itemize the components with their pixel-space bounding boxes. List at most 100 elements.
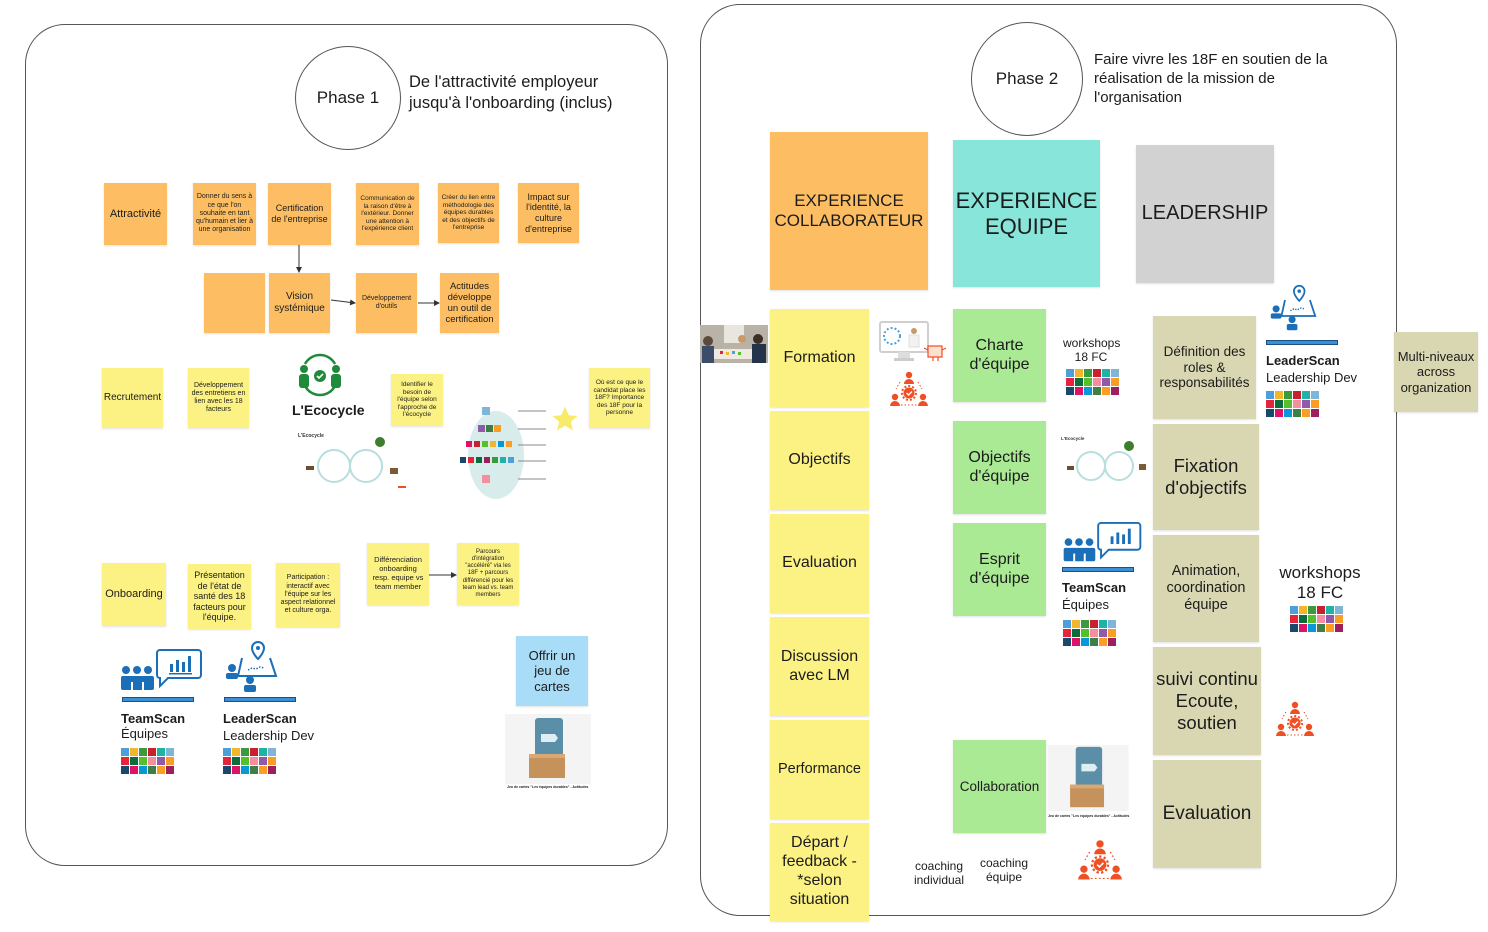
factor-tile bbox=[1326, 615, 1334, 623]
item-definition-roles[interactable]: Définition des roles & responsabilités bbox=[1153, 316, 1256, 419]
team-gear-icon bbox=[890, 371, 928, 406]
factor-tile bbox=[1311, 400, 1319, 408]
leaderscan-subtitle: Leadership Dev bbox=[223, 728, 315, 743]
factor-tile bbox=[148, 748, 156, 756]
sticky-creer-du-lien[interactable]: Créer du lien entre méthodologie des équ… bbox=[438, 183, 499, 243]
item-esprit-equipe[interactable]: Esprit d'équipe bbox=[953, 523, 1046, 616]
sticky-certification[interactable]: Certification de l'entreprise bbox=[268, 183, 331, 245]
factor-tile bbox=[1317, 615, 1325, 623]
card-game-image-p2 bbox=[1047, 745, 1129, 811]
sticky-vision-systemique[interactable]: Vision systémique bbox=[269, 273, 330, 333]
factor-tile bbox=[1284, 409, 1292, 417]
phase1-label: Phase 1 bbox=[316, 88, 380, 107]
sticky-impact-identite[interactable]: Impact sur l'identité, la culture d'entr… bbox=[518, 183, 579, 243]
sticky-candidat-18f[interactable]: Où est ce que le candidat place les 18F?… bbox=[589, 368, 650, 428]
teamscan-subtitle: Équipes bbox=[121, 726, 168, 741]
item-depart-feedback[interactable]: Départ / feedback - *selon situation bbox=[770, 823, 869, 921]
sticky-differenciation[interactable]: Différenciation onboarding resp. equipe … bbox=[367, 543, 429, 605]
item-discussion-lm[interactable]: Discussion avec LM bbox=[770, 617, 869, 716]
header-leadership[interactable]: LEADERSHIP bbox=[1136, 145, 1274, 283]
leaderscan-title: LeaderScan bbox=[223, 711, 297, 726]
sdg-grid-workshops-large bbox=[1290, 606, 1343, 632]
factor-tile bbox=[1266, 409, 1274, 417]
factor-tile bbox=[1266, 400, 1274, 408]
item-fixation-objectifs[interactable]: Fixation d'objectifs bbox=[1153, 424, 1259, 530]
item-evaluation-leadership[interactable]: Evaluation bbox=[1153, 760, 1261, 868]
team-meeting-photo bbox=[700, 325, 768, 363]
factor-tile bbox=[1299, 615, 1307, 623]
sticky-recrutement[interactable]: Recrutement bbox=[102, 368, 163, 428]
factor-tile bbox=[1299, 606, 1307, 614]
sticky-multi-niveaux[interactable]: Multi-niveaux across organization bbox=[1394, 332, 1478, 412]
factor-tile bbox=[259, 766, 267, 774]
item-objectifs-equipe[interactable]: Objectifs d'équipe bbox=[953, 421, 1046, 514]
factor-tile bbox=[259, 748, 267, 756]
header-experience-collaborateur[interactable]: EXPERIENCE COLLABORATEUR bbox=[770, 132, 928, 290]
factor-tile bbox=[259, 757, 267, 765]
factor-tile bbox=[1308, 606, 1316, 614]
factor-tile bbox=[1275, 400, 1283, 408]
factor-tile bbox=[1102, 378, 1110, 386]
factor-tile bbox=[1275, 409, 1283, 417]
item-objectifs[interactable]: Objectifs bbox=[770, 411, 869, 510]
card-game-caption-p2: Jeu de cartes "Les équipes durables" - A… bbox=[1048, 814, 1130, 818]
sdg-grid-leaderscan-p1 bbox=[223, 748, 276, 774]
item-collaboration[interactable]: Collaboration bbox=[953, 740, 1046, 833]
item-charte-equipe[interactable]: Charte d'équipe bbox=[953, 309, 1046, 402]
coaching-equipe: coaching équipe bbox=[979, 856, 1029, 885]
factor-tile bbox=[139, 766, 147, 774]
factor-tile bbox=[1066, 369, 1074, 377]
factor-tile bbox=[157, 748, 165, 756]
ecocycle-people-icon bbox=[299, 353, 341, 397]
factor-tile bbox=[250, 766, 258, 774]
factor-tile bbox=[1072, 620, 1080, 628]
sticky-participation[interactable]: Participation : interactif avec l'équipe… bbox=[276, 563, 340, 627]
teamscan-title-p2: TeamScan bbox=[1062, 580, 1127, 595]
18f-tree-thumbnail bbox=[460, 407, 546, 499]
factor-tile bbox=[1290, 624, 1298, 632]
factor-tile bbox=[241, 757, 249, 765]
factor-tile bbox=[232, 748, 240, 756]
factor-tile bbox=[1102, 387, 1110, 395]
item-suivi-continu[interactable]: suivi continu Ecoute, soutien bbox=[1153, 647, 1261, 755]
sticky-offrir-jeu-cartes[interactable]: Offrir un jeu de cartes bbox=[516, 636, 588, 706]
item-animation-coordination[interactable]: Animation, coordination équipe bbox=[1153, 535, 1259, 642]
leaderscan-bar bbox=[224, 697, 296, 702]
sticky-donner-du-sens[interactable]: Donner du sens à ce que l'on souhaite en… bbox=[193, 183, 256, 245]
item-evaluation[interactable]: Evaluation bbox=[770, 514, 869, 613]
factor-tile bbox=[1063, 629, 1071, 637]
ecocycle-diagram-thumbnail: L'Ecocycle bbox=[298, 433, 406, 488]
factor-tile bbox=[139, 757, 147, 765]
leaderscan-icon-p2 bbox=[1270, 284, 1317, 331]
sticky-onboarding[interactable]: Onboarding bbox=[102, 563, 166, 626]
factor-tile bbox=[1072, 638, 1080, 646]
factor-tile bbox=[157, 766, 165, 774]
factor-tile bbox=[1317, 606, 1325, 614]
sticky-parcours-integration[interactable]: Parcours d'intégration "accéléré" via le… bbox=[457, 543, 519, 605]
sticky-communication[interactable]: Communication de la raison d'être à l'ex… bbox=[356, 183, 419, 245]
sticky-developpement-entretiens[interactable]: Développement des entretiens en lien ave… bbox=[188, 368, 249, 428]
sticky-developpement-outils[interactable]: Développement d'outils bbox=[356, 273, 417, 333]
sticky-actitudes-outil[interactable]: Actitudes développe un outil de certific… bbox=[440, 273, 499, 333]
sticky-identifier-besoin[interactable]: Identifier le besoin de l'équipe selon l… bbox=[391, 374, 443, 426]
factor-tile bbox=[1293, 409, 1301, 417]
factor-tile bbox=[1081, 620, 1089, 628]
sticky-presentation-etat[interactable]: Présentation de l'état de santé des 18 f… bbox=[188, 564, 251, 629]
factor-tile bbox=[1090, 620, 1098, 628]
factor-tile bbox=[1084, 387, 1092, 395]
sticky-empty[interactable] bbox=[204, 273, 265, 333]
factor-tile bbox=[1090, 638, 1098, 646]
sdg-grid-workshops-small bbox=[1066, 369, 1119, 395]
factor-tile bbox=[1111, 369, 1119, 377]
item-performance[interactable]: Performance bbox=[770, 720, 869, 819]
header-experience-equipe[interactable]: EXPERIENCE EQUIPE bbox=[953, 140, 1100, 287]
factor-tile bbox=[148, 766, 156, 774]
factor-tile bbox=[1302, 391, 1310, 399]
factor-tile bbox=[268, 757, 276, 765]
factor-tile bbox=[1335, 615, 1343, 623]
leaderscan-title-p2: LeaderScan bbox=[1266, 353, 1340, 368]
factor-tile bbox=[1093, 387, 1101, 395]
item-formation[interactable]: Formation bbox=[770, 309, 869, 407]
factor-tile bbox=[1081, 638, 1089, 646]
sticky-attractivite[interactable]: Attractivité bbox=[104, 183, 167, 245]
